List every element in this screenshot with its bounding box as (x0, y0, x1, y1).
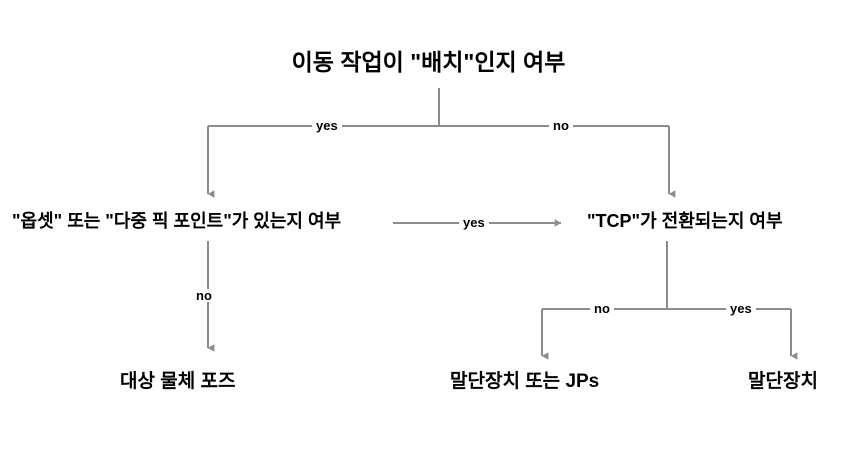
edge-label-root-no: no (549, 119, 573, 132)
node-tcp-decision: "TCP"가 전환되는지 여부 (587, 211, 783, 231)
node-end-effector: 말단장치 (748, 371, 818, 392)
edge-label-tcp-yes: yes (726, 302, 756, 315)
edge-label-root-yes: yes (312, 119, 342, 132)
node-root: 이동 작업이 "배치"인지 여부 (291, 49, 566, 75)
node-offset-decision: "옵셋" 또는 "다중 픽 포인트"가 있는지 여부 (12, 211, 342, 231)
node-target-object-pose: 대상 물체 포즈 (120, 371, 236, 392)
edge-label-offset-no: no (192, 289, 216, 302)
edge-label-tcp-no: no (590, 302, 614, 315)
edge-label-offset-yes: yes (459, 216, 489, 229)
node-end-effector-or-jps: 말단장치 또는 JPs (450, 371, 600, 392)
